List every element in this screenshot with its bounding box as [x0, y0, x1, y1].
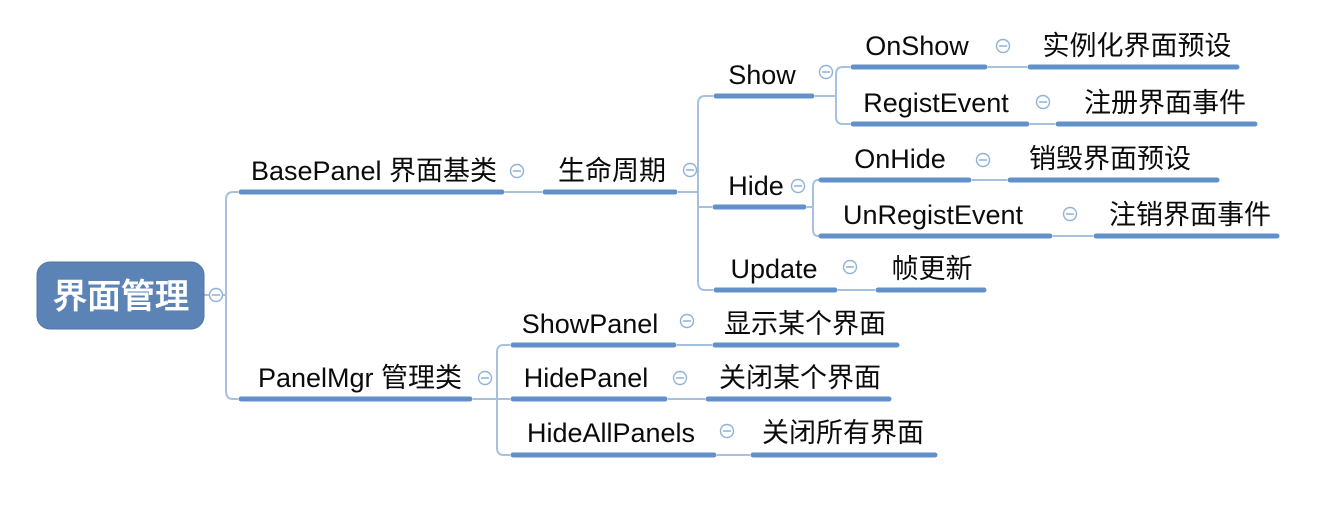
topic-hideallpanels-label[interactable]: HideAllPanels [527, 418, 695, 448]
topic-onhide-note-label[interactable]: 销毁界面预设 [1029, 144, 1191, 174]
collapse-icon-hidepanel[interactable] [672, 370, 688, 386]
topic-hide-label[interactable]: Hide [728, 171, 784, 201]
connector-hide-bracket [812, 179, 820, 237]
topic-hidepanel-note-label[interactable]: 关闭某个界面 [719, 363, 881, 393]
collapse-icon-basepanel[interactable] [509, 163, 525, 179]
collapse-icon-onhide[interactable] [975, 152, 991, 168]
collapse-icon-unregistevent[interactable] [1062, 206, 1078, 222]
collapse-icon-hideallpanels[interactable] [719, 423, 735, 439]
topic-lifecycle-label[interactable]: 生命周期 [558, 156, 666, 186]
collapse-icon-lifecycle[interactable] [682, 162, 698, 178]
topic-update-note-label[interactable]: 帧更新 [892, 254, 973, 284]
collapse-icon-registevent[interactable] [1035, 94, 1051, 110]
collapse-icon-root[interactable] [208, 287, 224, 303]
topic-basepanel-label[interactable]: BasePanel 界面基类 [251, 156, 497, 186]
root-topic-label[interactable]: 界面管理 [53, 278, 189, 316]
collapse-icon-showpanel[interactable] [679, 313, 695, 329]
collapse-icon-update[interactable] [842, 259, 858, 275]
topic-showpanel-note-label[interactable]: 显示某个界面 [724, 309, 886, 339]
root-topic[interactable] [36, 261, 205, 330]
topic-unregistevent-note-label[interactable]: 注销界面事件 [1109, 200, 1271, 230]
connector-lines [203, 66, 1093, 456]
topic-hidepanel-label[interactable]: HidePanel [524, 363, 649, 393]
collapse-icon-panelmgr[interactable] [477, 370, 493, 386]
collapse-icon-hide[interactable] [790, 178, 806, 194]
topic-underlines [238, 64, 1280, 458]
topic-onhide-label[interactable]: OnHide [854, 144, 946, 174]
connector-lifecycle-bracket [697, 95, 713, 291]
collapse-icon-onshow[interactable] [995, 38, 1011, 54]
connector-root-trunk [225, 191, 238, 400]
topic-hideallpanels-note-label[interactable]: 关闭所有界面 [762, 418, 924, 448]
topic-onshow-note-label[interactable]: 实例化界面预设 [1043, 31, 1232, 61]
topic-labels: BasePanel 界面基类 生命周期 Show OnShow 实例化界面预设 … [251, 31, 1271, 448]
topic-onshow-label[interactable]: OnShow [865, 31, 969, 61]
topic-update-label[interactable]: Update [730, 254, 817, 284]
topic-registevent-note-label[interactable]: 注册界面事件 [1084, 88, 1246, 118]
topic-unregistevent-label[interactable]: UnRegistEvent [843, 200, 1024, 230]
collapse-icons [208, 38, 1078, 439]
topic-registevent-label[interactable]: RegistEvent [863, 88, 1009, 118]
topic-showpanel-label[interactable]: ShowPanel [522, 309, 659, 339]
collapse-icon-show[interactable] [818, 64, 834, 80]
topic-show-label[interactable]: Show [728, 60, 796, 90]
topic-panelmgr-label[interactable]: PanelMgr 管理类 [258, 363, 462, 393]
connector-show-bracket [835, 66, 850, 125]
